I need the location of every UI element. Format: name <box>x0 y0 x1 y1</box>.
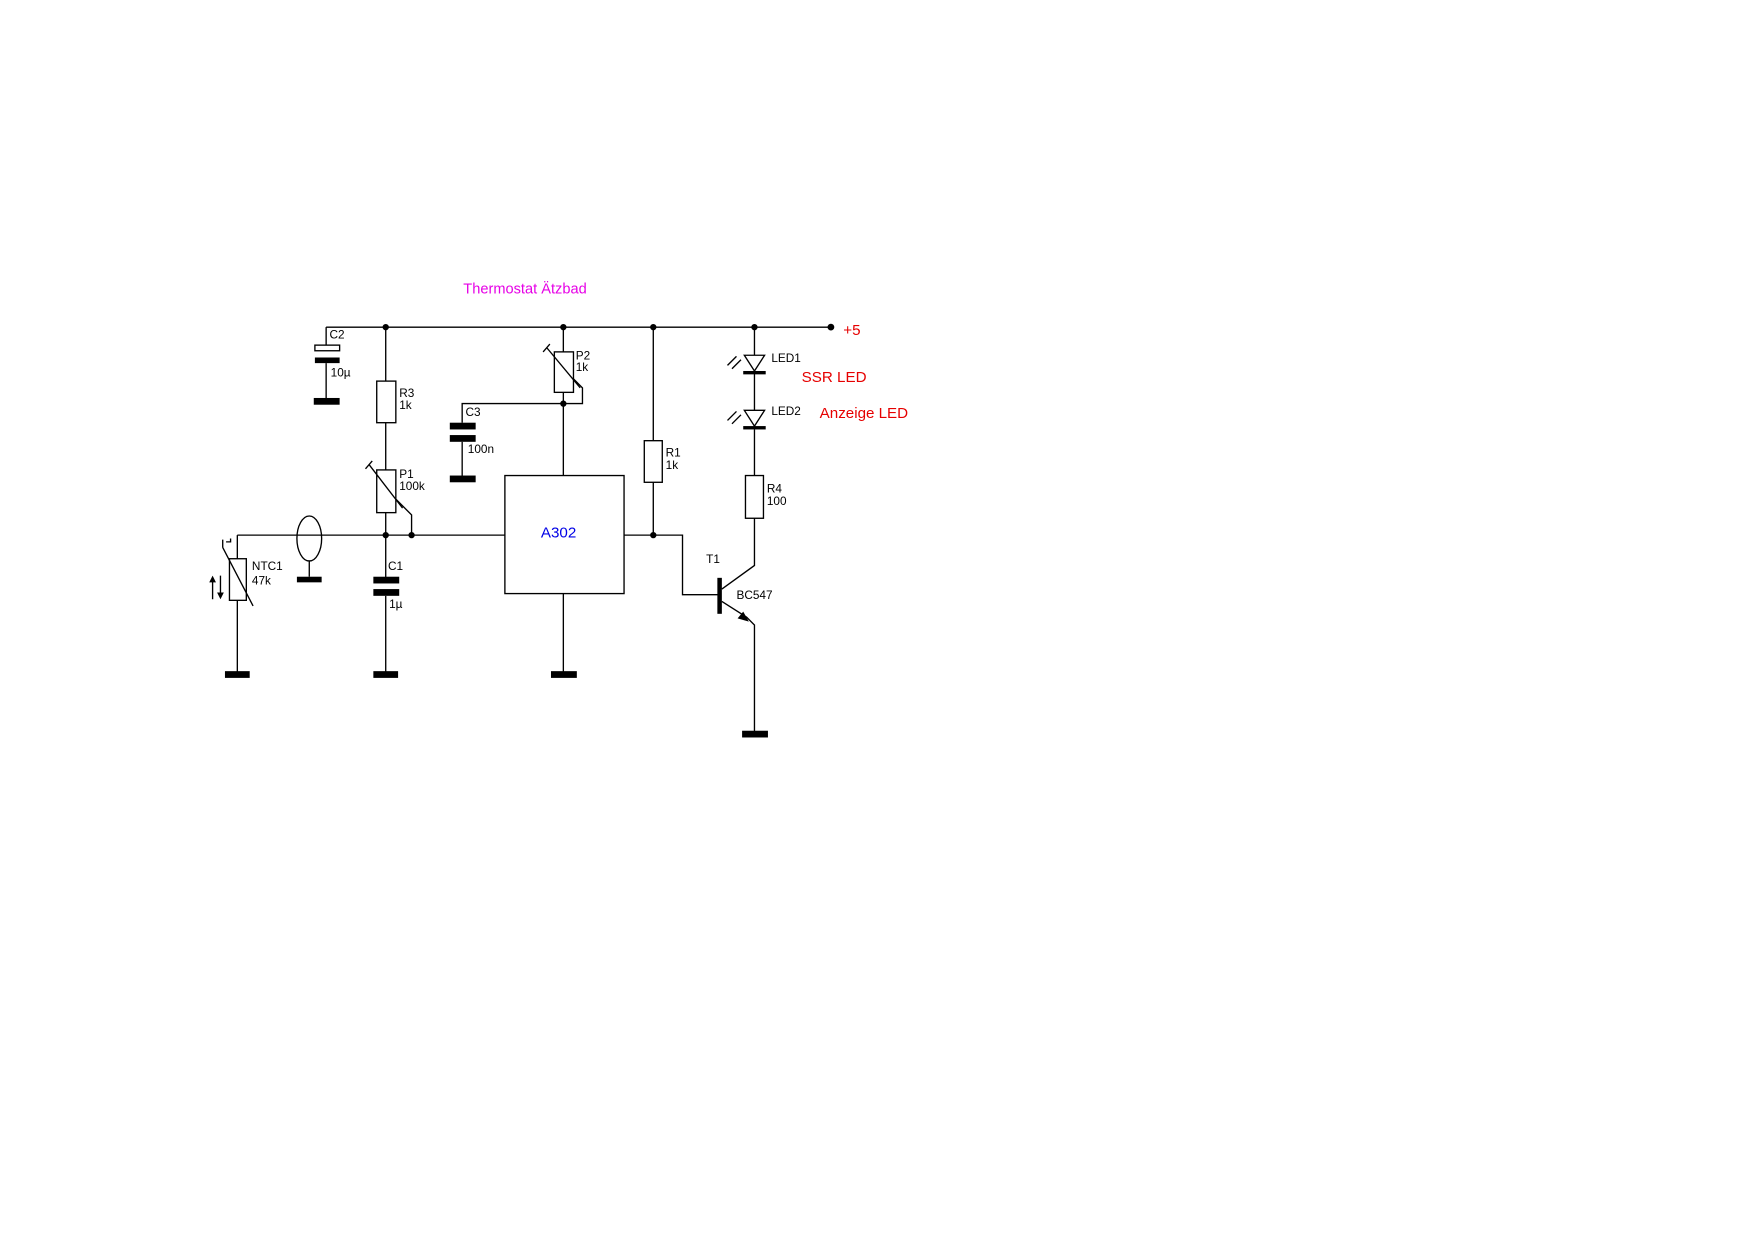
p1-label: P1 <box>399 467 413 481</box>
led2 <box>727 409 766 476</box>
supply-rail <box>326 323 835 331</box>
r4-value: 100 <box>767 494 787 508</box>
p1-value: 100k <box>399 479 425 493</box>
led1 <box>727 327 766 411</box>
c3-value: 100n <box>468 442 494 456</box>
resistor-r1 <box>643 327 663 539</box>
ic-a302 <box>504 474 625 678</box>
p2-value: 1k <box>576 360 589 374</box>
capacitor-c2 <box>313 327 341 405</box>
thermistor-ntc1 <box>209 535 254 678</box>
input-net <box>237 515 505 583</box>
ground-symbol <box>449 475 476 483</box>
capacitor-c3 <box>449 422 476 483</box>
potentiometer-p1 <box>364 460 413 536</box>
ground-symbol <box>224 671 250 678</box>
ic-label: A302 <box>541 524 576 541</box>
capacitor-c1 <box>373 535 400 678</box>
led1-label: LED1 <box>771 351 801 365</box>
resistor-r4 <box>744 474 765 519</box>
r3-value: 1k <box>399 398 412 412</box>
c2-label: C2 <box>330 327 345 341</box>
r1-label: R1 <box>666 445 681 459</box>
c3-label: C3 <box>466 405 482 419</box>
r4-label: R4 <box>767 481 783 495</box>
c1-value: 1µ <box>389 597 403 611</box>
c1-label: C1 <box>388 559 403 573</box>
t1-label: T1 <box>706 552 720 566</box>
r3-label: R3 <box>399 386 415 400</box>
led2-note: Anzeige LED <box>820 405 909 422</box>
transistor-t1 <box>624 518 768 738</box>
r1-value: 1k <box>666 458 679 472</box>
schematic-title: Thermostat Ätzbad <box>463 280 586 297</box>
potentiometer-p2 <box>461 327 584 476</box>
ground-symbol <box>373 671 399 678</box>
led1-note: SSR LED <box>802 369 867 386</box>
t1-value: BC547 <box>736 588 772 602</box>
ground-symbol <box>296 576 322 583</box>
ntc1-value: 47k <box>252 574 271 588</box>
p2-label: P2 <box>576 349 590 363</box>
led2-label: LED2 <box>771 404 801 418</box>
supply-label: +5 <box>843 322 860 339</box>
ntc1-label: NTC1 <box>252 559 283 573</box>
ground-symbol <box>550 671 577 678</box>
c2-value: 10µ <box>331 366 351 380</box>
shield-ellipse <box>296 515 323 562</box>
resistor-r3 <box>376 327 397 470</box>
ground-symbol <box>742 730 768 738</box>
ground-symbol <box>313 397 340 405</box>
